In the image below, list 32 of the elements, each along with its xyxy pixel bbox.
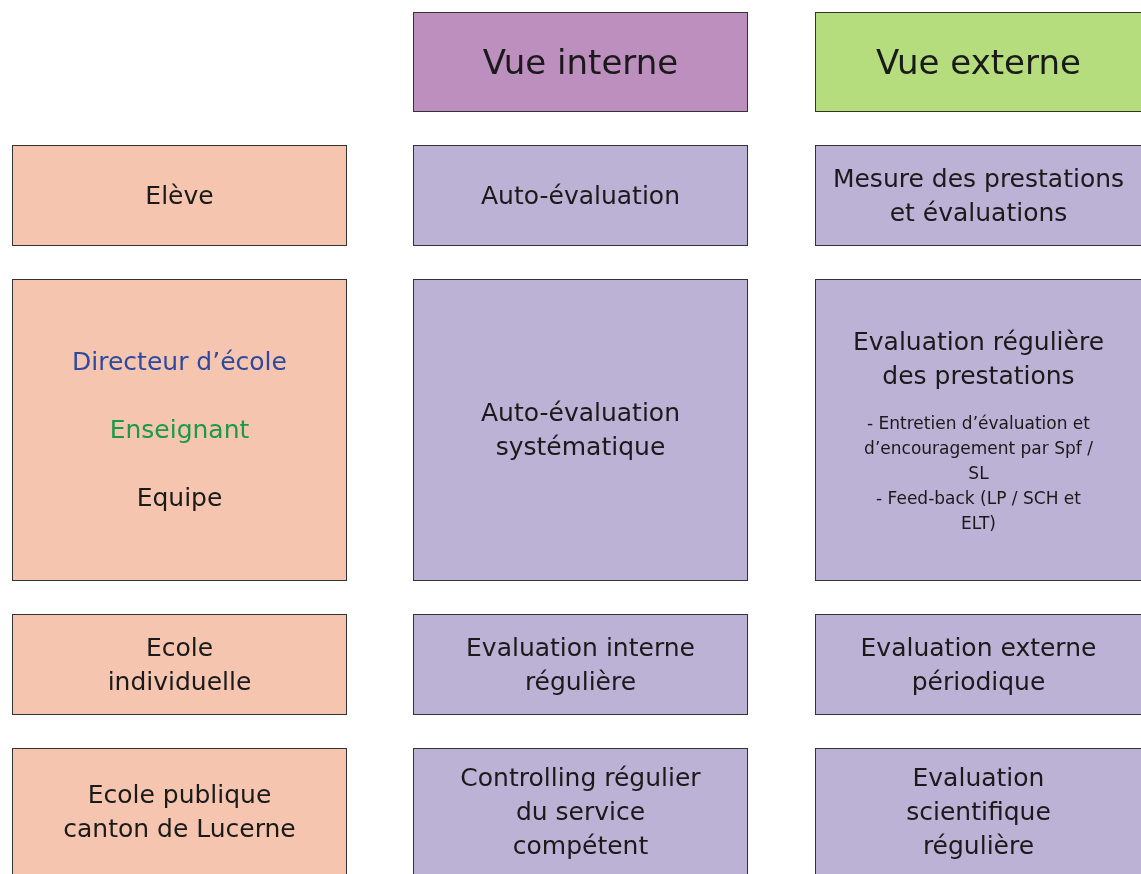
evaluation-box <box>413 748 748 874</box>
box-text: Ecole publique canton de Lucerne <box>62 778 297 845</box>
header-text: Vue interne <box>482 45 679 79</box>
column-header <box>815 12 1141 112</box>
level-box <box>12 614 347 715</box>
box-text: Ecole individuelle <box>106 631 253 698</box>
box-text: Elève <box>145 179 214 212</box>
evaluation-box <box>413 614 748 715</box>
evaluation-box <box>815 145 1141 246</box>
evaluation-box <box>815 614 1141 715</box>
box-text: Evaluation scientifique régulière <box>905 761 1052 862</box>
box-text: Evaluation externe périodique <box>859 631 1098 698</box>
evaluation-box <box>815 748 1141 874</box>
box-text: Evaluation régulière des prestations <box>851 325 1106 392</box>
column-header <box>413 12 748 112</box>
box-text: Auto-évaluation systématique <box>480 397 681 463</box>
box-text: Auto-évaluation <box>481 179 680 212</box>
evaluation-box <box>413 145 748 246</box>
bullet-text: - Entretien d’évaluation et d’encouragement par Spf / SL <box>863 411 1094 485</box>
evaluation-box <box>413 279 748 581</box>
box-text: Evaluation interne régulière <box>465 631 696 698</box>
box-text: Mesure des prestations et évaluations <box>831 162 1126 229</box>
box-text: Controlling régulier du service compétent <box>459 761 702 862</box>
evaluation-box <box>815 279 1141 581</box>
level-box <box>12 748 347 874</box>
box-text: Enseignant <box>109 414 250 446</box>
bullet-text: - Feed-back (LP / SCH et ELT) <box>875 486 1082 535</box>
box-text: Directeur d’école <box>72 346 287 378</box>
header-text: Vue externe <box>876 45 1081 79</box>
level-box <box>12 279 347 581</box>
box-text: Equipe <box>136 482 223 514</box>
level-box <box>12 145 347 246</box>
